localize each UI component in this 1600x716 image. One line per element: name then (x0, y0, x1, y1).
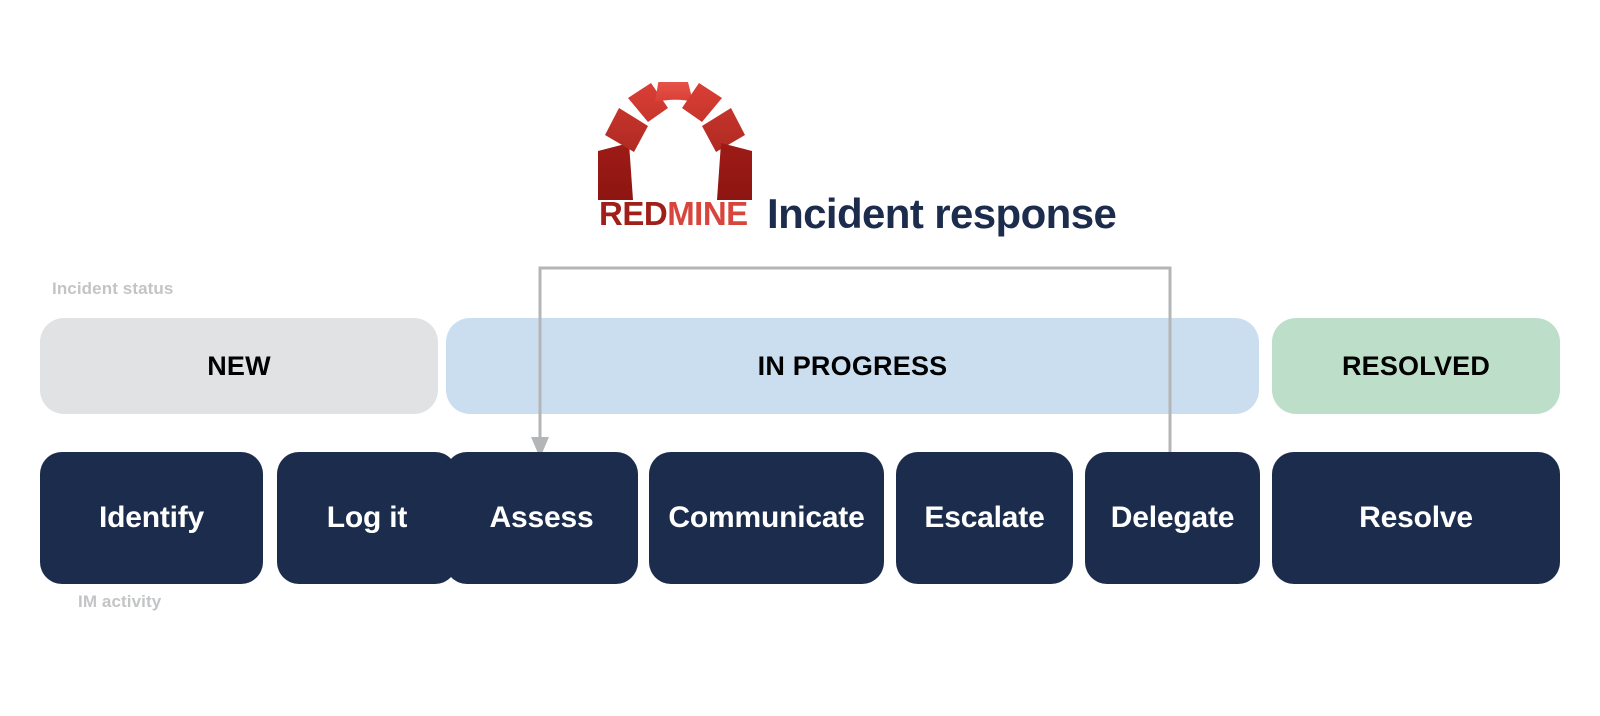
activity-box-resolve[interactable]: Resolve (1272, 452, 1560, 584)
status-pill-new[interactable]: NEW (40, 318, 438, 414)
activity-box-escalate[interactable]: Escalate (896, 452, 1073, 584)
page-title: Incident response (767, 190, 1117, 237)
activity-box-assess[interactable]: Assess (445, 452, 638, 584)
activity-box-communicate[interactable]: Communicate (649, 452, 884, 584)
activity-box-delegate[interactable]: Delegate (1085, 452, 1260, 584)
wordmark-red: RED (599, 195, 668, 232)
redmine-logo: REDMINE (595, 82, 755, 237)
status-pill-in-progress[interactable]: IN PROGRESS (446, 318, 1259, 414)
im-activity-axis-label: IM activity (78, 592, 162, 611)
incident-status-axis-label: Incident status (52, 279, 174, 298)
status-pill-resolved[interactable]: RESOLVED (1272, 318, 1560, 414)
im-activity-row: Identify Log it Assess Communicate Escal… (0, 452, 1600, 584)
redmine-arch-logo (598, 82, 752, 200)
incident-status-row: NEW IN PROGRESS RESOLVED (0, 318, 1600, 414)
activity-box-log-it[interactable]: Log it (277, 452, 457, 584)
redmine-wordmark: REDMINE (599, 194, 751, 234)
activity-box-identify[interactable]: Identify (40, 452, 263, 584)
wordmark-mine: MINE (667, 195, 748, 232)
brand-header: REDMINE Incident response (595, 82, 1135, 242)
